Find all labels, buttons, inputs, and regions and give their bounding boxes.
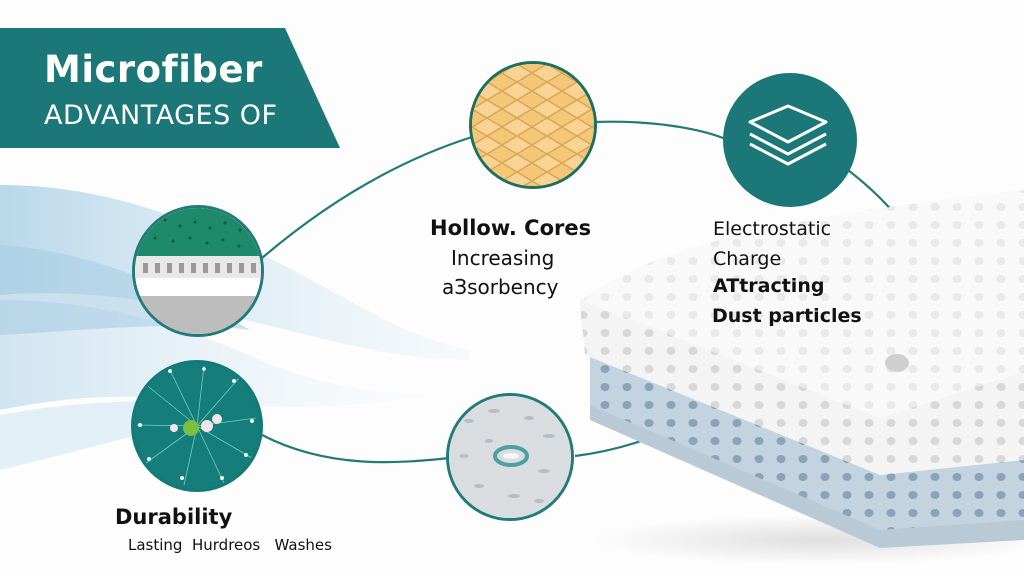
fabric-cross-section-icon <box>132 205 264 337</box>
hollow-cores-line-2: aЗsorbency <box>442 275 559 299</box>
droplet-fabric-icon <box>446 393 574 521</box>
electrostatic-line-2: Charge <box>713 248 782 270</box>
electrostatic-line-1: Electrostatic <box>713 218 832 240</box>
title-line-2: ADVANTAGES OF <box>44 100 278 131</box>
particle-burst-icon <box>131 360 263 492</box>
electrostatic-line-3: ATtracting <box>713 275 825 297</box>
electrostatic-line-4: Dust particles <box>712 305 862 327</box>
hollow-cores-heading: Hollow. Cores <box>430 216 592 240</box>
hollow-cores-line-1: Increasing <box>451 246 555 270</box>
durability-line-1: Lasting Hurdreos Washes <box>128 536 332 554</box>
title-banner: Microfiber ADVANTAGES OF <box>0 28 340 148</box>
durability-heading: Durability <box>115 505 233 529</box>
title-line-1: Microfiber <box>44 48 263 91</box>
stacked-layers-icon <box>723 73 857 207</box>
honeycomb-texture-icon <box>469 61 597 189</box>
